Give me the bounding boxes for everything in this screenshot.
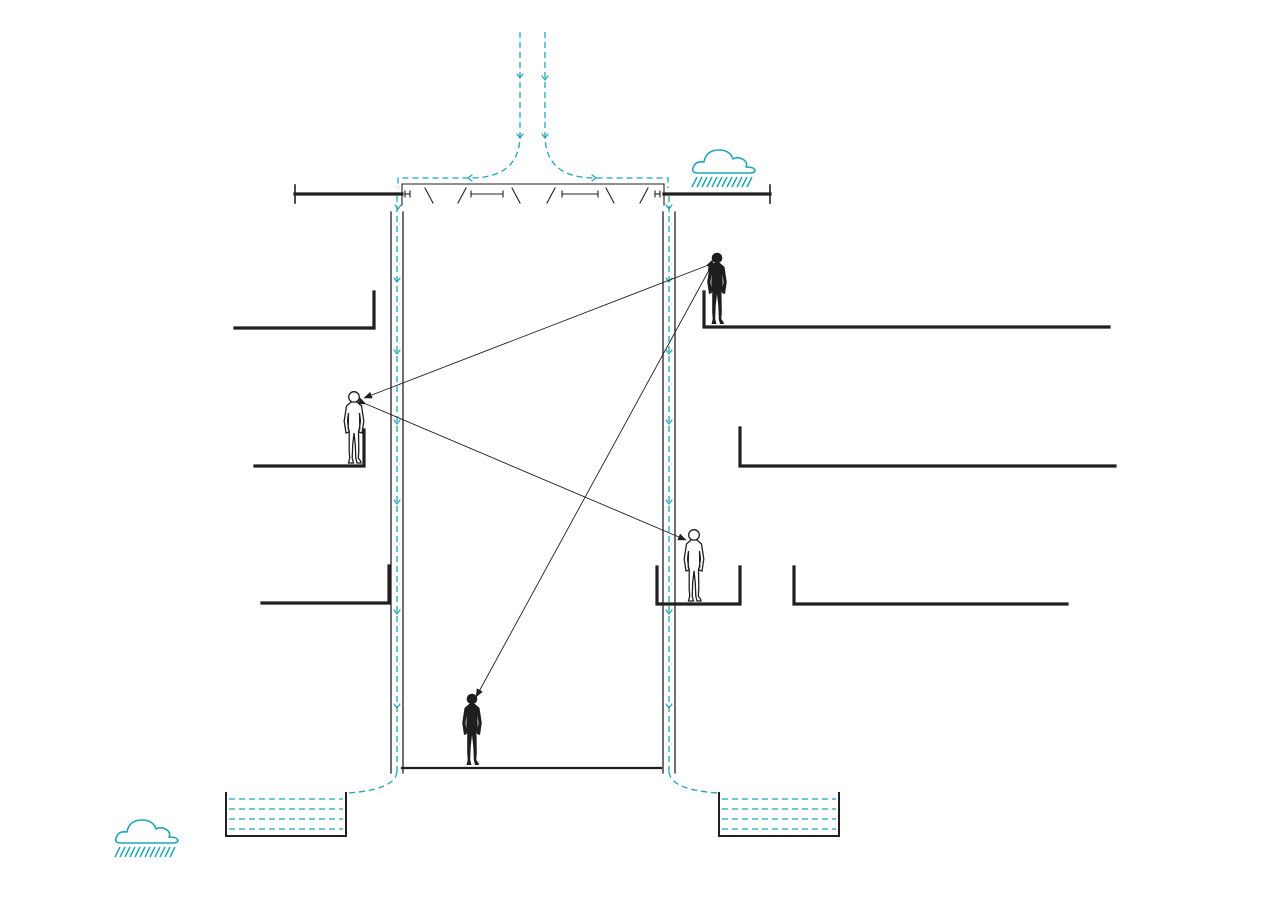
outflow-left [346,771,398,794]
rainwater-flow [229,32,836,830]
right-floors [655,290,1117,606]
roof-end-ticks [294,184,771,204]
person-right-lower [683,529,705,602]
rain-cloud-icon [114,819,179,858]
right-basin-water [722,798,836,830]
atrium-walls [390,211,676,774]
flow-arrows [393,73,673,709]
rain-inflow-left [397,32,521,188]
left-basin [225,792,347,837]
sightline-top-right-to-ground [475,263,715,698]
sightlines [357,259,715,698]
skylight [401,183,665,206]
outflow-right [668,771,719,794]
left-basin-water [229,798,343,830]
sightline-left-middle-to-right-lower [357,397,687,541]
rain-inflow-right [544,32,669,188]
person-top-right [707,252,727,324]
rain-cloud-icon [691,149,756,188]
person-left-middle [343,391,365,464]
person-ground [462,693,482,765]
sightline-top-right-to-left-middle [363,259,715,399]
building-structure [225,183,1117,837]
right-basin [718,792,840,837]
left-floors [233,290,391,605]
